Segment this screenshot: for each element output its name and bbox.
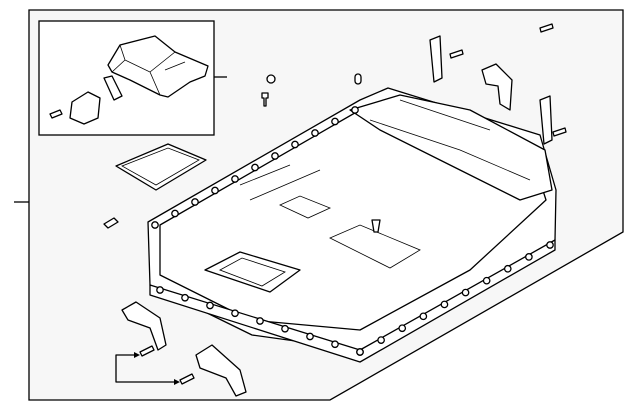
bolt-hole-icon (181, 293, 189, 302)
pin-icon (103, 217, 119, 229)
bolt-hole-icon (291, 140, 299, 149)
bolt-hole-icon (356, 348, 364, 356)
bolt-icon (539, 23, 554, 33)
pointer-arrows (115, 354, 177, 383)
bolt-hole-icon (151, 221, 159, 229)
rim-bolts (151, 106, 554, 356)
bolt-hole-icon (251, 163, 259, 172)
bolt-icon (449, 49, 464, 59)
bolt-hole-icon (231, 309, 239, 318)
bolt-hole-icon (306, 332, 314, 341)
bolt-hole-icon (398, 324, 407, 333)
bracket (69, 91, 101, 125)
bolt-icon (552, 127, 567, 137)
bolt-icon (179, 373, 195, 385)
bolt-hole-icon (311, 129, 319, 137)
bracket (429, 35, 443, 83)
bolt-hole-icon (271, 152, 279, 160)
nut-icon (266, 74, 276, 84)
bolt-hole-icon (171, 209, 179, 218)
bolt-hole-icon (377, 336, 385, 344)
bolt-hole-icon (351, 106, 359, 114)
bracket (121, 301, 167, 351)
bolt-icon (371, 219, 381, 233)
bolt-hole-icon (440, 300, 449, 309)
inset-detail (38, 20, 227, 136)
bracket (481, 63, 513, 111)
bolt-hole-icon (419, 312, 428, 321)
bolt-hole-icon (206, 301, 214, 310)
bracket (195, 344, 247, 397)
bolt-hole-icon (482, 276, 491, 285)
clip-icon (354, 73, 362, 85)
bolt-hole-icon (331, 340, 339, 349)
battery-tray (147, 87, 557, 363)
bolt-hole-icon (546, 241, 554, 249)
bolt-hole-icon (211, 186, 219, 195)
bolt-hole-icon (191, 198, 199, 206)
bolt-hole-icon (256, 317, 264, 325)
screw (49, 109, 63, 119)
gasket (115, 143, 207, 191)
bolt-hole-icon (525, 253, 533, 261)
bolt-hole-icon (461, 288, 470, 297)
bolt-icon (261, 92, 269, 107)
service-plug-cover (107, 35, 209, 98)
bolt-hole-icon (281, 324, 289, 333)
bolt-hole-icon (156, 286, 164, 294)
bolt-hole-icon (503, 264, 512, 273)
bolt-hole-icon (331, 117, 339, 126)
bracket (539, 95, 553, 145)
seal-gasket (103, 75, 123, 101)
bolt-icon (139, 345, 155, 357)
bolt-hole-icon (231, 175, 239, 183)
